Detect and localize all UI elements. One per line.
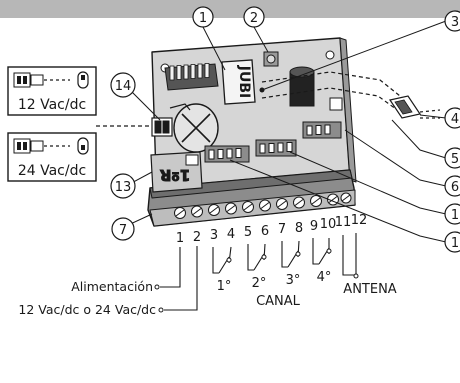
callout-circles [110, 6, 460, 253]
callout-number: 7 [119, 223, 127, 238]
leader-lines [125, 20, 447, 243]
callout-7 [111, 217, 135, 241]
callout-number: 14 [115, 79, 132, 94]
callout-number: 1 [451, 208, 459, 223]
callout-4 [444, 107, 460, 129]
terminal-number: 10 [320, 217, 337, 232]
callout-number: 6 [451, 180, 459, 195]
callout-6 [444, 175, 460, 197]
voltage-label-12v: 12 Vac/dc [18, 97, 86, 113]
callout-edge-1b [444, 231, 460, 253]
callout-3 [444, 10, 460, 32]
chip-label: JUBI [236, 65, 252, 98]
capacitor [289, 66, 315, 107]
channel-number: 4° [317, 270, 332, 285]
antena-label: ANTENA [343, 282, 396, 297]
callout-5 [444, 147, 460, 169]
terminal-number: 2 [193, 230, 201, 245]
terminal-number: 5 [244, 225, 252, 240]
callout-number: 1 [199, 11, 207, 26]
terminal-number: 9 [310, 219, 318, 234]
pin-header [164, 63, 219, 91]
callout-number: 2 [250, 11, 258, 26]
chip-module: JUBI [221, 59, 256, 105]
terminal-number: 8 [295, 221, 303, 236]
terminal-number: 11 [335, 215, 352, 230]
voltage-box-12v: 12 Vac/dc [7, 66, 97, 116]
callout-13 [110, 173, 136, 199]
round-component [169, 103, 219, 153]
channel-number: 3° [286, 273, 301, 288]
callout-number: 4 [451, 112, 459, 127]
callout-number: 5 [451, 152, 459, 167]
callout-number: 13 [115, 180, 132, 195]
connector-blocks [204, 121, 342, 163]
top-band [0, 0, 460, 18]
voltage-box-24v: 24 Vac/dc [7, 132, 97, 182]
terminal-number: 1 [176, 231, 184, 246]
terminal-number: 7 [278, 222, 286, 237]
power-lead-terminals [154, 284, 164, 313]
callout-14 [110, 72, 136, 98]
relay: 1ºR [150, 151, 203, 193]
callout-1 [192, 6, 214, 28]
channel-number: 2° [252, 276, 267, 291]
voltage-label-24v: 24 Vac/dc [18, 163, 86, 179]
small-component [329, 97, 343, 111]
callout-number: 1 [451, 236, 459, 251]
terminal-number: 6 [261, 224, 269, 239]
callout-number: 3 [451, 15, 459, 30]
terminal-number: 4 [227, 227, 235, 242]
terminal-numbers: 1 2 3 4 5 6 7 8 9 10 11 12 [176, 213, 367, 246]
jumper-block [151, 117, 173, 137]
callout-2 [243, 6, 265, 28]
callout-numbers: 1 2 3 4 5 6 7 13 14 1 1 [115, 11, 459, 251]
antenna-plug [261, 71, 441, 119]
alimentacion-label: Alimentación [71, 279, 153, 294]
push-button [263, 51, 279, 67]
supply-voltage-label: 12 Vac/dc o 24 Vac/dc [18, 302, 156, 317]
callout-edge-1a [444, 203, 460, 225]
terminal-number: 12 [351, 213, 368, 228]
channel-numbers: 1° 2° 3° 4° [217, 270, 332, 294]
channel-number: 1° [217, 279, 232, 294]
terminal-number: 3 [210, 228, 218, 243]
canal-label: CANAL [256, 294, 301, 309]
lead-terminals [226, 248, 359, 279]
relay-label: 1ºR [159, 166, 190, 184]
power-leads [160, 246, 198, 311]
